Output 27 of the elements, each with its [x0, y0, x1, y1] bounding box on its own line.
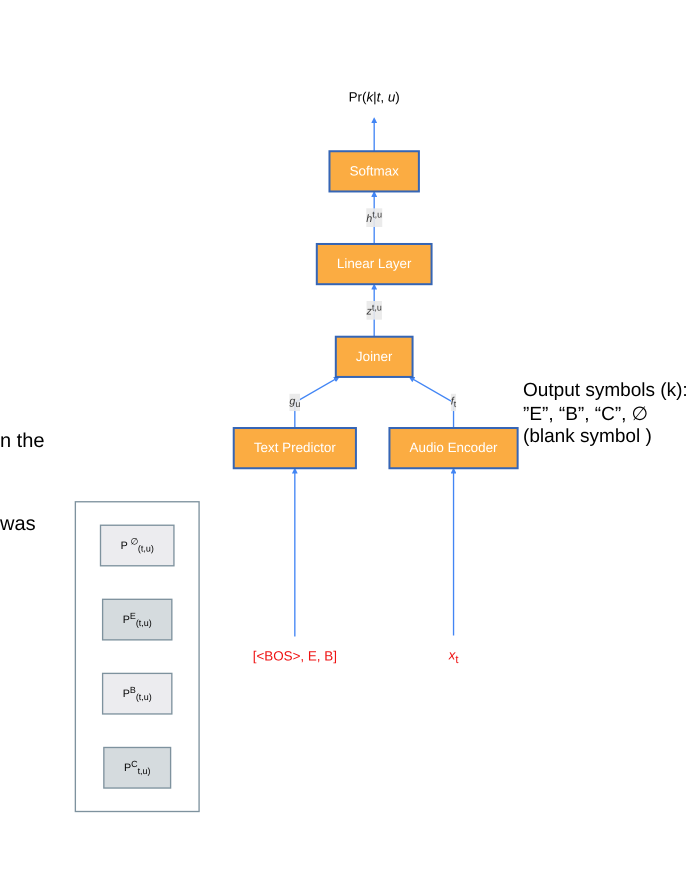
- edge-label: g$_{u}$: [289, 396, 300, 410]
- node-box: [316, 242, 433, 286]
- edge-label: f$_{t}$: [450, 396, 456, 410]
- note-text: was: [0, 513, 37, 536]
- arrow: [294, 376, 340, 428]
- note-text: n the: [0, 430, 46, 453]
- node-box: [232, 427, 357, 470]
- node-text: x$_{t}$: [448, 648, 458, 666]
- node-box: [328, 150, 420, 192]
- edge-label: z$^{t,u}$: [366, 302, 382, 318]
- edge-label: h$^{t,u}$: [366, 210, 382, 225]
- node-box: [102, 598, 172, 641]
- arrow: [408, 376, 454, 428]
- arrow: [292, 468, 298, 637]
- note-text: Output symbols (k): ”E”, “B”, “C”, ∅ (blank symbol ): [523, 380, 689, 448]
- cluster: [74, 501, 200, 812]
- node-text: Pr(k|t, u): [348, 90, 400, 105]
- node-box: [334, 336, 414, 378]
- node-box: [388, 427, 519, 470]
- node-box: [100, 524, 175, 566]
- node-box: [102, 672, 172, 715]
- arrow: [371, 117, 378, 152]
- arrow: [371, 191, 378, 244]
- arrow: [450, 468, 456, 636]
- node-box: [103, 746, 172, 789]
- node-text: [<BOS>, E, B]: [252, 649, 337, 664]
- arrow: [371, 284, 378, 337]
